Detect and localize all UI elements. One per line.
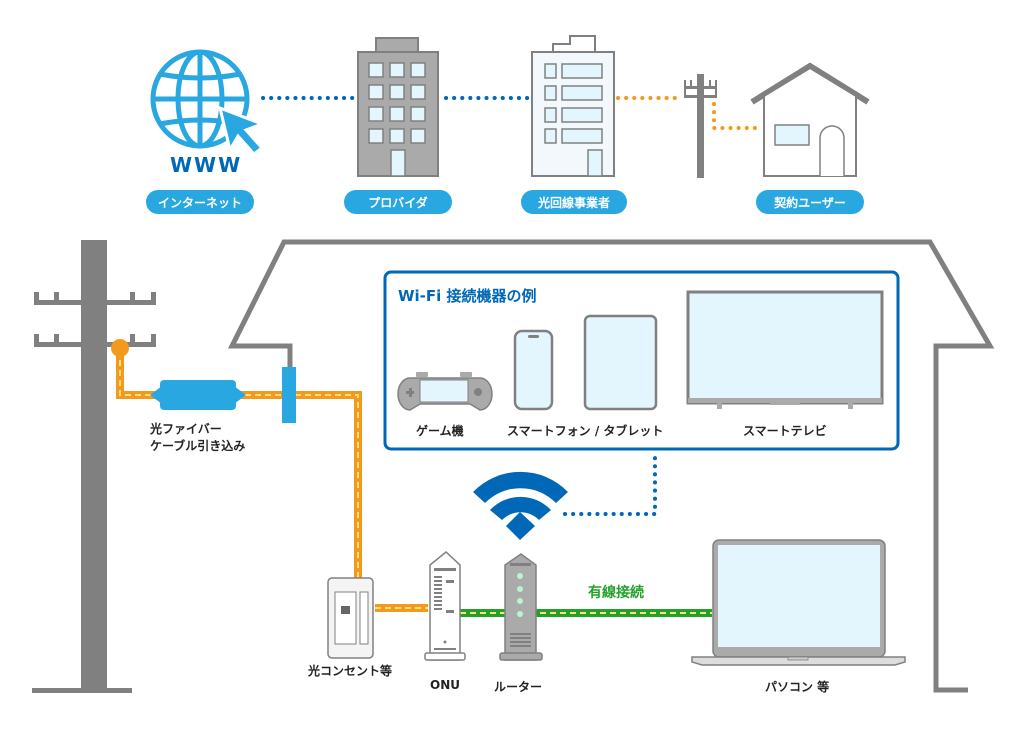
smart-tv-icon: [686, 290, 884, 409]
fiber-closure-cap-left: [150, 386, 162, 404]
label-smartphone-tablet: スマートフォン / タブレット: [507, 424, 664, 438]
router-icon: [499, 553, 543, 661]
label-wired-connection: 有線接続: [588, 585, 644, 601]
house-outline: [227, 239, 995, 693]
label-game-console: ゲーム機: [416, 424, 464, 438]
label-fiber-drop-2: ケーブル引き込み: [150, 439, 246, 453]
laptop-icon: [691, 539, 906, 666]
wall-entry: [282, 367, 296, 423]
label-optical-outlet: 光コンセント等: [308, 664, 393, 678]
office-building-icon: [357, 37, 439, 177]
label-pc: パソコン 等: [765, 680, 830, 694]
onu-icon: [424, 551, 466, 661]
label-fiber-drop-1: 光ファイバー: [150, 422, 222, 436]
fiber-closure-cap-right: [234, 386, 246, 404]
fiber-closure: [160, 380, 236, 410]
connector-wifi-devices: [563, 450, 657, 516]
optical-outlet-icon: [327, 577, 374, 659]
label-fiber-operator: 光回線事業者: [521, 190, 627, 214]
label-internet: インターネット: [146, 190, 254, 214]
tablet-icon: [583, 314, 658, 411]
label-router: ルーター: [494, 680, 543, 694]
house-icon: [750, 62, 870, 177]
wifi-icon: [473, 471, 568, 540]
www-caption: WWW: [170, 153, 243, 177]
label-smart-tv: スマートテレビ: [743, 424, 827, 438]
label-onu: ONU: [430, 678, 460, 692]
utility-pole-icon: [32, 240, 156, 693]
wifi-devices-title: Wi-Fi 接続機器の例: [398, 287, 537, 305]
building-icon: [531, 35, 615, 177]
label-user: 契約ユーザー: [756, 190, 864, 214]
game-console-icon: [397, 372, 493, 411]
label-provider: プロバイダ: [344, 190, 452, 214]
globe-icon: [150, 49, 250, 149]
cursor-icon: [217, 105, 267, 157]
connector-pole-house: [712, 102, 760, 130]
smartphone-icon: [513, 329, 554, 411]
pole-junction: [111, 339, 129, 357]
utility-pole-small-icon: [684, 74, 717, 178]
